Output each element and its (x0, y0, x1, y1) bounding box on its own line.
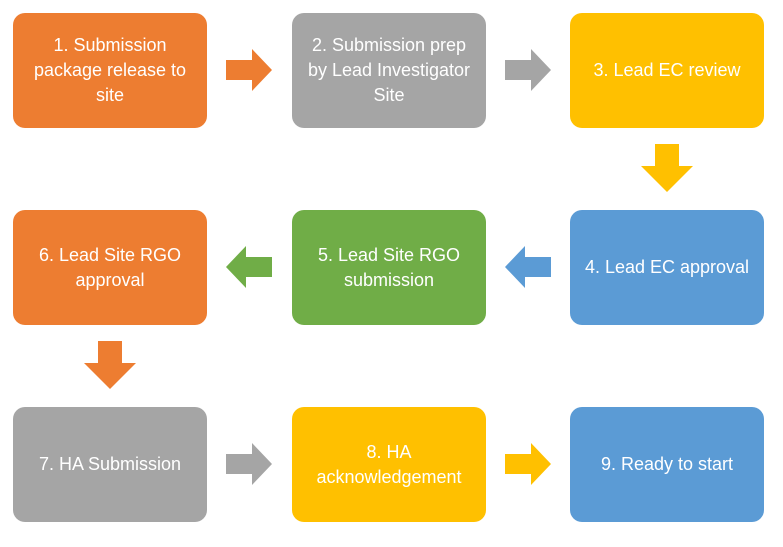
step-2-submission-prep-box: 2. Submission prep by Lead Investigator … (292, 13, 486, 128)
arrow-step-1-to-2 (226, 49, 272, 91)
right-arrow-shape (505, 49, 551, 91)
step-3-lead-ec-review-box: 3. Lead EC review (570, 13, 764, 128)
left-arrow-shape (226, 246, 272, 288)
step-1-label: 1. Submission package release to site (33, 35, 187, 105)
step-6-label: 6. Lead Site RGO approval (38, 244, 182, 290)
step-6-lead-site-rgo-approval-box: 6. Lead Site RGO approval (13, 210, 207, 325)
down-arrow-shape (84, 341, 136, 389)
step-9-ready-to-start-box: 9. Ready to start (570, 407, 764, 522)
arrow-step-4-to-5 (505, 246, 551, 288)
arrow-step-2-to-3 (505, 49, 551, 91)
step-2-label: 2. Submission prep by Lead Investigator … (307, 35, 471, 105)
arrow-step-7-to-8 (226, 443, 272, 485)
arrow-step-8-to-9 (505, 443, 551, 485)
arrow-step-6-to-7 (84, 341, 136, 389)
right-arrow-shape (226, 49, 272, 91)
arrow-step-3-to-4 (641, 144, 693, 192)
step-1-submission-package-release-box: 1. Submission package release to site (13, 13, 207, 128)
left-arrow-shape (505, 246, 551, 288)
step-4-lead-ec-approval-box: 4. Lead EC approval (570, 210, 764, 325)
step-5-label: 5. Lead Site RGO submission (317, 244, 461, 290)
step-3-label: 3. Lead EC review (593, 60, 741, 80)
down-arrow-shape (641, 144, 693, 192)
step-4-label: 4. Lead EC approval (584, 257, 750, 277)
right-arrow-shape (226, 443, 272, 485)
step-8-ha-acknowledgement-box: 8. HA acknowledgement (292, 407, 486, 522)
step-8-label: 8. HA acknowledgement (316, 441, 462, 487)
arrow-step-5-to-6 (226, 246, 272, 288)
step-7-label: 7. HA Submission (38, 454, 182, 474)
step-9-label: 9. Ready to start (600, 454, 734, 474)
step-5-lead-site-rgo-submission-box: 5. Lead Site RGO submission (292, 210, 486, 325)
step-7-ha-submission-box: 7. HA Submission (13, 407, 207, 522)
right-arrow-shape (505, 443, 551, 485)
